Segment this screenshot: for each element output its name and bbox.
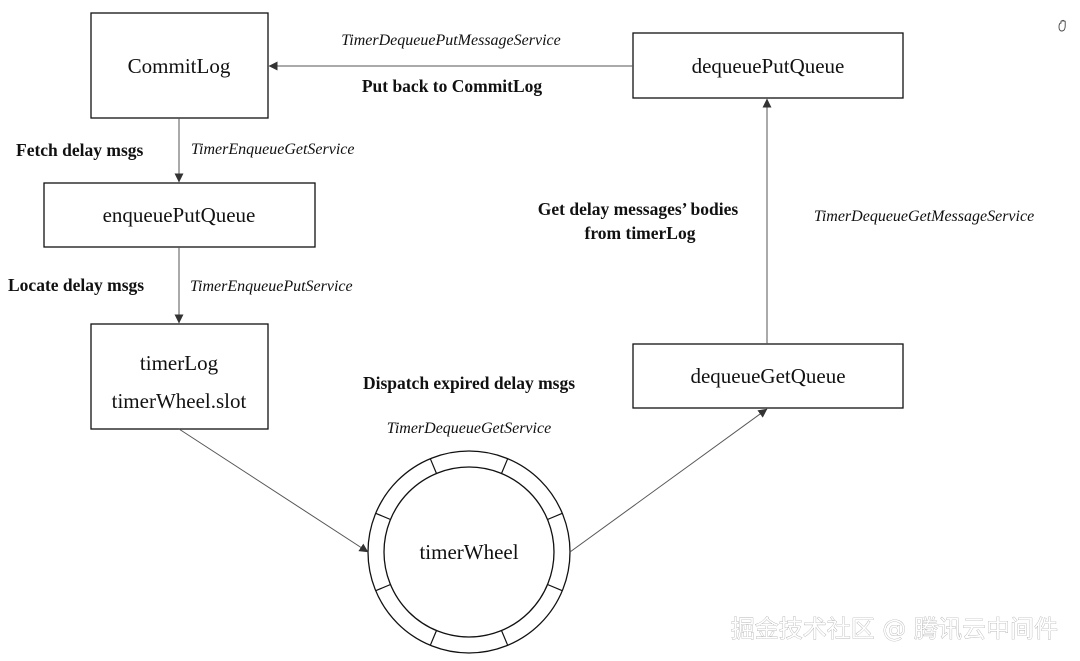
dequeue-get-queue-label: dequeueGetQueue xyxy=(690,364,845,388)
wheel-slot-dividers xyxy=(375,458,563,646)
wheel-slot-divider xyxy=(375,583,391,592)
timer-wheel-slot-label: timerWheel.slot xyxy=(112,389,247,413)
dispatch-service-label: TimerDequeueGetService xyxy=(387,420,551,437)
timerlog-node: timerLog timerWheel.slot xyxy=(90,323,269,430)
hand-cursor-icon xyxy=(1058,19,1066,32)
enqueue-put-queue-node: enqueuePutQueue xyxy=(43,182,316,248)
get-bodies-action-label-line2: from timerLog xyxy=(585,223,696,243)
dispatch-out-arrow xyxy=(569,408,768,553)
timerlog-label: timerLog xyxy=(140,351,219,375)
dequeue-put-queue-node: dequeuePutQueue xyxy=(632,32,904,99)
get-bodies-service-label: TimerDequeueGetMessageService xyxy=(814,208,1034,225)
enqueue-put-queue-label: enqueuePutQueue xyxy=(103,203,256,227)
dequeue-put-queue-label: dequeuePutQueue xyxy=(692,54,845,78)
get-bodies-action-label-line1: Get delay messages’ bodies xyxy=(538,199,739,219)
dispatch-action-label: Dispatch expired delay msgs xyxy=(363,373,575,393)
wheel-slot-divider xyxy=(547,512,563,521)
timer-wheel-label: timerWheel xyxy=(419,540,518,564)
commitlog-label: CommitLog xyxy=(128,54,231,78)
dequeue-get-queue-node: dequeueGetQueue xyxy=(632,343,904,409)
put-back-action-label: Put back to CommitLog xyxy=(362,76,543,96)
fetch-action-label: Fetch delay msgs xyxy=(16,140,144,160)
wheel-slot-divider xyxy=(547,583,563,592)
dispatch-in-arrow xyxy=(178,428,369,553)
wheel-slot-divider xyxy=(429,458,438,474)
timer-wheel-node: timerWheel xyxy=(367,450,571,654)
commitlog-node: CommitLog xyxy=(90,12,269,119)
locate-action-label: Locate delay msgs xyxy=(8,275,144,295)
wheel-slot-divider xyxy=(375,512,391,521)
wheel-slot-divider xyxy=(500,458,509,474)
wheel-slot-divider xyxy=(500,630,509,646)
wheel-slot-divider xyxy=(429,630,438,646)
fetch-service-label: TimerEnqueueGetService xyxy=(191,141,355,158)
put-back-service-label: TimerDequeuePutMessageService xyxy=(341,32,560,49)
locate-service-label: TimerEnqueuePutService xyxy=(190,278,353,295)
watermark-text: 掘金技术社区 @ 腾讯云中间件 xyxy=(731,615,1058,643)
